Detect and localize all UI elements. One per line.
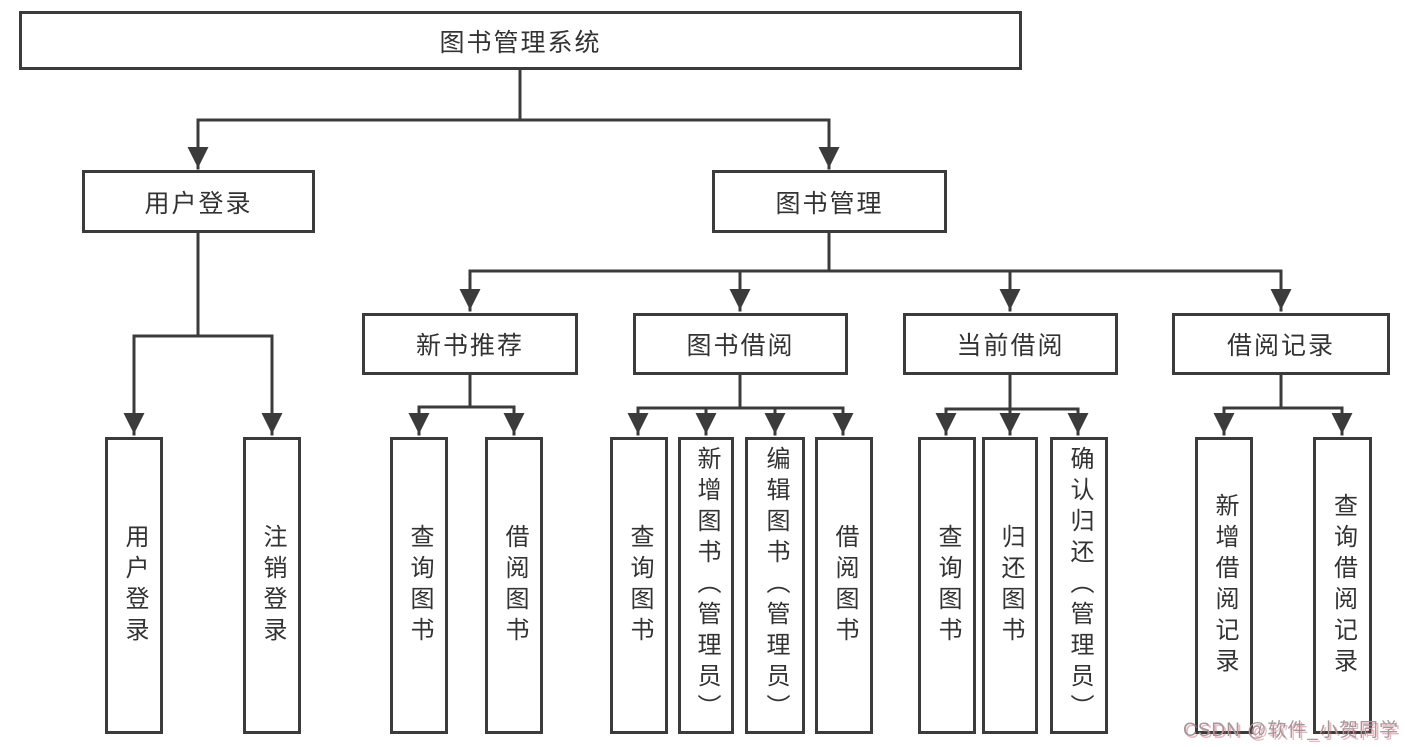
leaf-records-add-record: 新增借阅记录	[1195, 437, 1253, 734]
node-new-book-rec: 新书推荐	[362, 313, 578, 375]
leaf-current-return-books: 归还图书	[982, 437, 1038, 734]
node-user-login: 用户登录	[82, 170, 315, 233]
node-borrow-records: 借阅记录	[1172, 313, 1390, 375]
leaf-borrow-query-books: 查询图书	[610, 437, 668, 734]
leaf-borrow-add-books-admin: 新增图书（管理员）	[678, 437, 734, 734]
node-current-borrow: 当前借阅	[903, 313, 1118, 375]
node-book-mgmt: 图书管理	[712, 170, 947, 233]
leaf-records-query-record: 查询借阅记录	[1313, 437, 1372, 734]
leaf-borrow-edit-books-admin: 编辑图书（管理员）	[745, 437, 805, 734]
leaf-current-confirm-return-admin: 确认归还（管理员）	[1050, 437, 1108, 734]
leaf-newrec-borrow-books: 借阅图书	[485, 437, 543, 734]
leaf-borrow-borrow-books: 借阅图书	[815, 437, 873, 734]
csdn-watermark: CSDN @软件_小贺同学	[1183, 720, 1399, 741]
node-book-borrow: 图书借阅	[633, 313, 848, 375]
node-root-title: 图书管理系统	[19, 11, 1022, 70]
leaf-logout: 注销登录	[243, 437, 301, 734]
leaf-newrec-query-books: 查询图书	[390, 437, 448, 734]
leaf-current-query-books: 查询图书	[918, 437, 976, 734]
leaf-user-login: 用户登录	[105, 437, 163, 734]
